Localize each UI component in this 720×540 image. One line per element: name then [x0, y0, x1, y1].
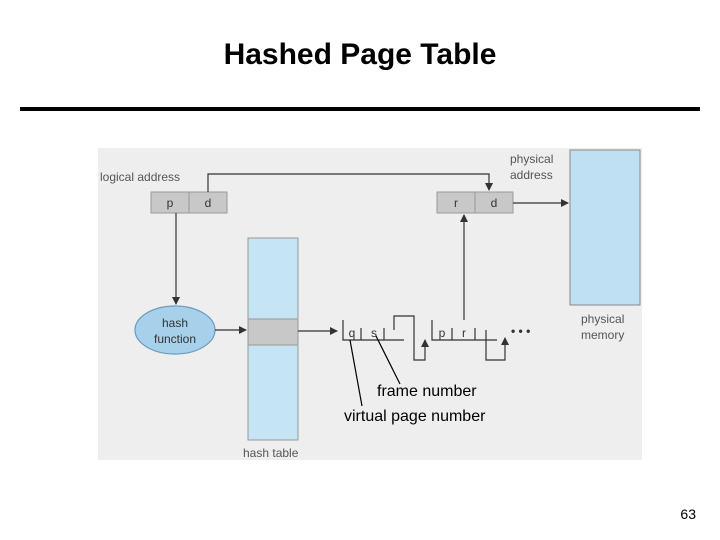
frame-number-callout	[375, 335, 401, 385]
hash-table-label: hash table	[243, 446, 299, 460]
hash-function-label-line2: function	[154, 332, 196, 346]
physical-memory-label-line1: physical	[581, 312, 624, 326]
logical-p-label: p	[167, 196, 174, 210]
physical-d-label: d	[491, 196, 498, 210]
chain-entry-2-page: p	[439, 326, 446, 340]
physical-address-label-line2: address	[510, 168, 553, 182]
chain-entry-1	[342, 315, 429, 361]
hash-table-selected-slot	[247, 318, 299, 346]
chain-ellipsis: • • •	[511, 324, 530, 338]
virtual-page-callout	[349, 339, 363, 407]
annotation-virtual-page-number: virtual page number	[344, 408, 486, 425]
chain-entry-1-frame: s	[371, 326, 377, 340]
annotation-frame-number: frame number	[377, 383, 477, 400]
hash-function-label-line1: hash	[162, 316, 188, 330]
chain-entry-2	[431, 320, 509, 361]
chain-entry-1-page: q	[349, 326, 356, 340]
logical-address-label: logical address	[100, 170, 180, 184]
logical-d-label: d	[205, 196, 212, 210]
physical-address-label-line1: physical	[510, 152, 553, 166]
offset-copy-arrow	[207, 173, 493, 192]
physical-memory-block	[569, 149, 641, 306]
physical-memory-label-line2: memory	[581, 328, 624, 342]
hash-function-node	[134, 305, 216, 355]
chain-entry-2-frame: r	[462, 326, 466, 340]
page-number: 63	[680, 506, 696, 522]
title-divider	[20, 107, 700, 111]
physical-r-label: r	[454, 196, 458, 210]
slide-title: Hashed Page Table	[223, 38, 497, 71]
